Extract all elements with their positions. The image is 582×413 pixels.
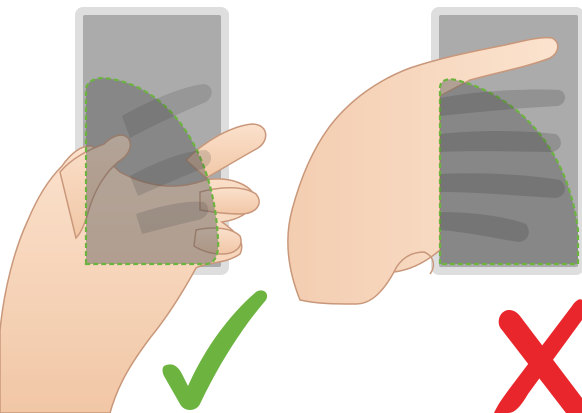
correct-grip-panel — [0, 7, 267, 413]
incorrect-grip-panel — [288, 7, 582, 413]
cross-icon — [494, 299, 582, 413]
checkmark-icon — [163, 290, 268, 410]
